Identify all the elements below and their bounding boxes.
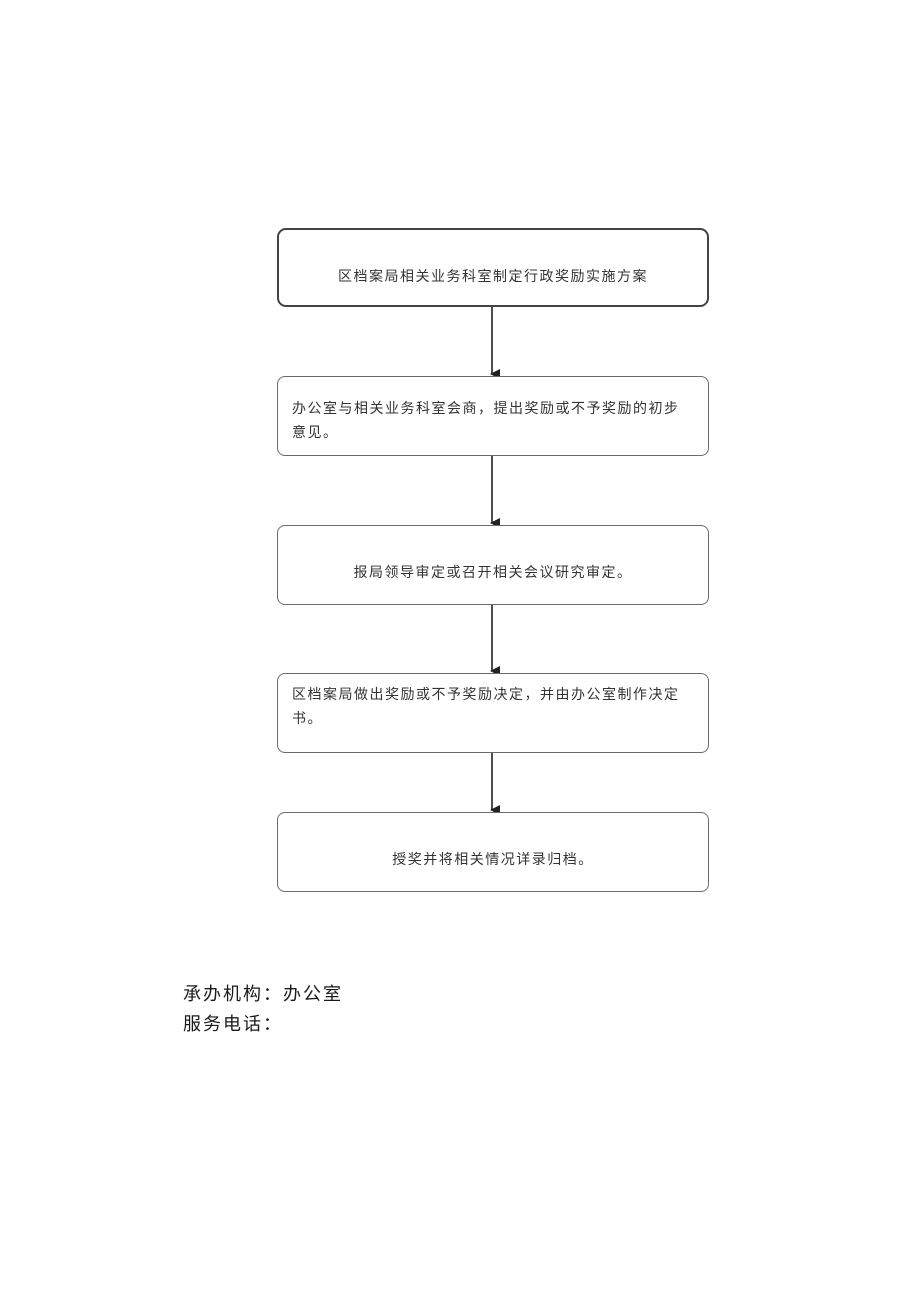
flow-step-2: 办公室与相关业务科室会商，提出奖励或不予奖励的初步意见。 xyxy=(277,376,709,456)
flow-step-4: 区档案局做出奖励或不予奖励决定，并由办公室制作决定书。 xyxy=(277,673,709,753)
flow-step-1: 区档案局相关业务科室制定行政奖励实施方案 xyxy=(277,228,709,307)
footer-phone: 服务电话： xyxy=(183,1012,283,1038)
phone-label: 服务电话： xyxy=(183,1014,283,1035)
flow-step-5-text: 授奖并将相关情况详录归档。 xyxy=(392,852,594,868)
flow-step-4-text: 区档案局做出奖励或不予奖励决定，并由办公室制作决定书。 xyxy=(292,687,680,727)
flow-step-3-text: 报局领导审定或召开相关会议研究审定。 xyxy=(353,565,633,581)
flow-step-1-text: 区档案局相关业务科室制定行政奖励实施方案 xyxy=(338,269,648,285)
flow-step-2-text: 办公室与相关业务科室会商，提出奖励或不予奖励的初步意见。 xyxy=(292,401,680,441)
organization-label: 承办机构： xyxy=(183,984,283,1005)
footer-organization: 承办机构：办公室 xyxy=(183,982,343,1008)
flow-step-5: 授奖并将相关情况详录归档。 xyxy=(277,812,709,892)
flow-step-3: 报局领导审定或召开相关会议研究审定。 xyxy=(277,525,709,605)
organization-value: 办公室 xyxy=(283,984,343,1005)
